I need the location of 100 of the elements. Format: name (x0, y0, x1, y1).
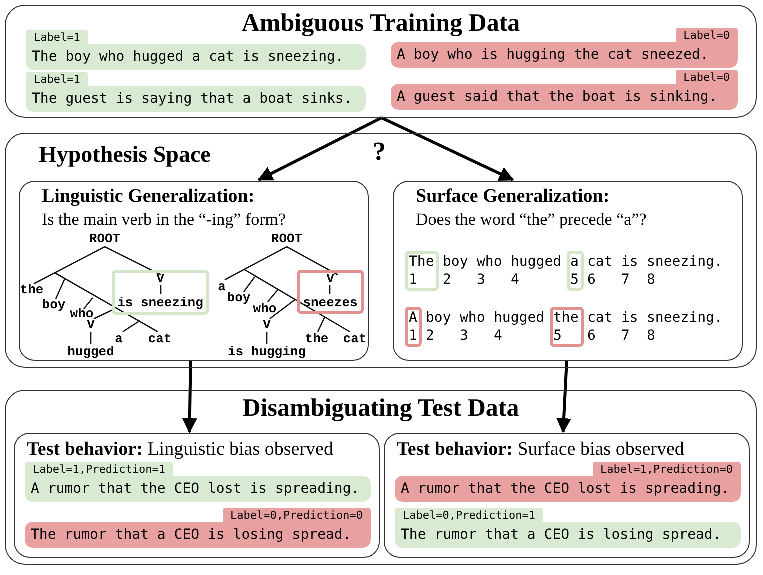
generalization-card (14, 433, 380, 558)
section-title: Ambiguous Training Data (242, 10, 520, 38)
position-number: 2 (426, 328, 434, 344)
word-text: is (622, 254, 638, 270)
labeled-sentence-card (395, 462, 741, 502)
tree-label: ROOT (89, 232, 121, 246)
generalization-card (384, 433, 750, 558)
position-number: 6 (588, 272, 596, 288)
sentence-text: The guest is saying that a boat sinks. (32, 90, 352, 108)
position-number: 8 (647, 272, 656, 288)
tree-label: the (20, 284, 44, 296)
generalization-card (393, 181, 743, 361)
question-text: Does the word “the” precede “a”? (416, 210, 647, 230)
word-text: hugged (511, 254, 562, 270)
tree-label: boy (42, 298, 66, 312)
tree-label: cat (148, 332, 172, 346)
sentence-text: The rumor that a CEO is losing spread. (401, 526, 722, 544)
sentence-text: A guest said that the boat is sinking. (397, 88, 718, 106)
card-heading: Surface Generalization: (416, 186, 610, 208)
word-text: boy (426, 310, 452, 326)
word-text: A (409, 310, 418, 326)
section-panel (5, 133, 757, 368)
arrow (258, 116, 382, 182)
position-number: 2 (443, 272, 452, 288)
word-text: cat (588, 254, 613, 270)
tree-label: who (253, 302, 277, 316)
tree-label: who (70, 308, 94, 320)
position-number: 7 (622, 272, 630, 288)
tree-label: ROOT (271, 232, 303, 246)
word-text: who (477, 254, 502, 270)
position-number: 7 (622, 328, 630, 344)
highlight-box (566, 251, 584, 291)
arrow (556, 360, 572, 434)
labeled-sentence-card (391, 70, 738, 110)
highlight-box (405, 307, 422, 347)
word-text: a (570, 254, 579, 270)
tree-label: boy (227, 292, 251, 304)
label-text: Label=1 (34, 73, 80, 86)
label-text: Label=1 (34, 31, 80, 44)
tree-label: the (305, 332, 329, 346)
word-text: The (409, 254, 434, 270)
label-text: Label=1,Prediction=1 (33, 463, 166, 476)
card-heading: Test behavior: Linguistic bias observed (27, 439, 334, 461)
sentence-text: A rumor that the CEO lost is spreading. (401, 480, 730, 498)
position-number: 5 (554, 328, 562, 344)
position-number: 4 (511, 272, 520, 288)
sentence-text: A boy who is hugging the cat sneezed. (397, 46, 709, 64)
label-text: Label=0,Prediction=0 (230, 509, 363, 522)
position-number: 1 (409, 328, 418, 344)
section-title: Disambiguating Test Data (242, 395, 520, 423)
tree-label: is hugging (228, 346, 306, 358)
highlight-box (112, 270, 209, 315)
labeled-sentence-card (26, 72, 366, 112)
tree-label: V (156, 272, 164, 286)
section-panel (5, 390, 757, 565)
tree-label: sneezes (303, 296, 358, 310)
card-heading: Linguistic Generalization: (42, 186, 255, 208)
word-text: sneezing. (647, 254, 723, 270)
label-text: Label=0 (684, 29, 730, 42)
label-text: Label=0,Prediction=1 (403, 509, 536, 522)
arrow (182, 360, 198, 434)
tree-label: V (263, 318, 271, 332)
highlight-box (405, 251, 439, 291)
tree-label: V (87, 318, 95, 332)
sentence-text: The boy who hugged a cat is sneezing. (32, 48, 344, 66)
position-number: 3 (477, 272, 486, 288)
card-heading: Test behavior: Surface bias observed (397, 439, 684, 461)
labeled-sentence-card (25, 508, 371, 548)
question-mark: ? (373, 137, 386, 167)
word-text: sneezing. (647, 310, 723, 326)
question-text: Is the main verb in the “-ing” form? (42, 210, 286, 230)
tree-label: cat (343, 332, 367, 346)
tree-label: a (218, 280, 226, 294)
highlight-box (550, 307, 584, 347)
sentence-text: A rumor that the CEO lost is spreading. (31, 480, 360, 498)
tree-label: hugged (68, 346, 114, 358)
word-text: who (460, 310, 486, 326)
label-text: Label=1,Prediction=0 (600, 463, 733, 476)
tree-label: V (326, 272, 334, 286)
section-panel (5, 5, 757, 118)
labeled-sentence-card (395, 508, 741, 548)
position-number: 5 (570, 272, 579, 288)
generalization-card (19, 181, 369, 361)
word-text: cat (588, 310, 613, 326)
sentence-text: The rumor that a CEO is losing spread. (31, 526, 352, 544)
labeled-sentence-card (25, 462, 371, 502)
word-text: hugged (494, 310, 545, 326)
section-title: Hypothesis Space (39, 142, 211, 168)
position-number: 4 (494, 328, 502, 344)
tree-label: is sneezing (118, 296, 204, 310)
highlight-box (297, 270, 364, 314)
word-text: the (554, 310, 579, 326)
label-text: Label=0 (684, 71, 730, 84)
word-text: is (622, 310, 638, 326)
tree-label: a (115, 332, 123, 346)
position-number: 3 (460, 328, 468, 344)
position-number: 8 (647, 328, 656, 344)
position-number: 6 (588, 328, 596, 344)
position-number: 1 (409, 272, 418, 288)
arrow (381, 116, 514, 182)
